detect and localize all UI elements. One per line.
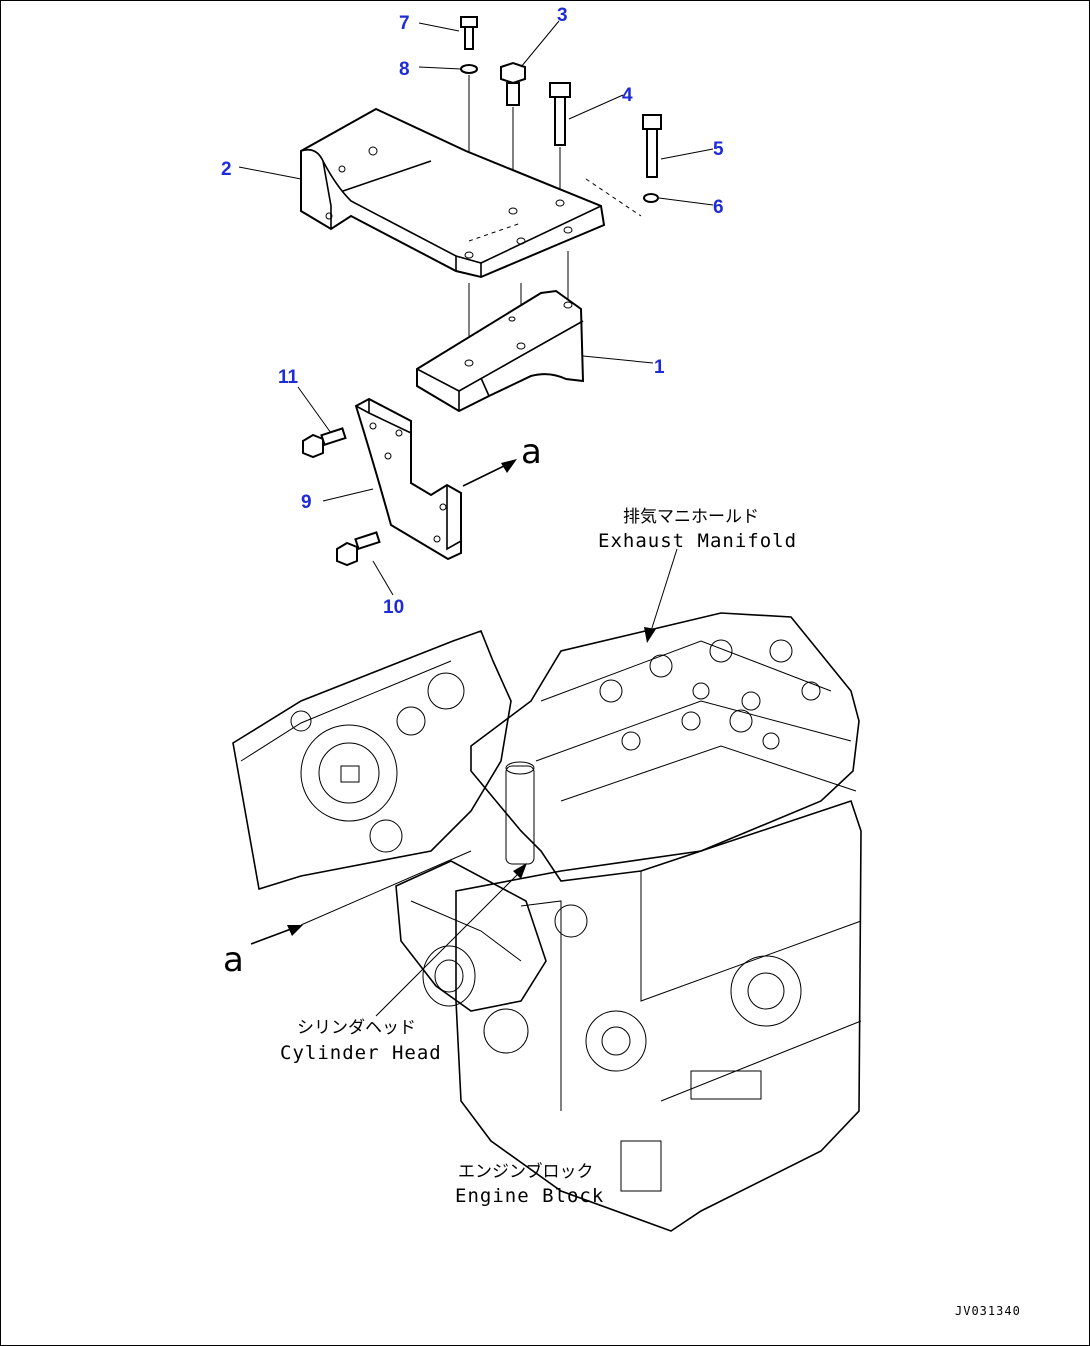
drawing-code: JV031340 <box>955 1304 1021 1318</box>
stay-9 <box>354 397 462 561</box>
bolt-3 <box>500 61 526 106</box>
callout-9: 9 <box>301 492 312 513</box>
exhaust-manifold-label-jp: 排気マニホールド <box>623 507 759 527</box>
callout-8: 8 <box>399 59 410 80</box>
callout-5: 5 <box>713 139 724 160</box>
callout-7: 7 <box>399 13 410 34</box>
bolt-11 <box>302 427 347 459</box>
washer-6 <box>643 193 659 203</box>
exhaust-manifold-label: Exhaust Manifold <box>598 530 797 552</box>
bolt-4 <box>549 82 571 146</box>
bolt-10 <box>336 531 381 567</box>
engine-block-label-jp: エンジンブロック <box>458 1161 594 1182</box>
callout-2: 2 <box>221 159 232 180</box>
engine-block-label: Engine Block <box>455 1185 604 1207</box>
callout-6: 6 <box>713 197 724 218</box>
callout-4: 4 <box>622 85 633 106</box>
bracket-1 <box>416 289 585 413</box>
cylinder-head-label-jp: シリンダヘッド <box>297 1018 416 1038</box>
callout-1: 1 <box>654 357 665 378</box>
callout-3: 3 <box>557 5 568 26</box>
bracket-2 <box>300 107 606 279</box>
washer-8 <box>460 64 478 74</box>
callout-10: 10 <box>383 597 404 618</box>
cylinder-head-label: Cylinder Head <box>280 1042 442 1064</box>
engine-illustration <box>232 612 862 1232</box>
view-marker-a-lower: a <box>223 940 244 980</box>
callout-11: 11 <box>278 367 299 388</box>
view-marker-a-upper: a <box>521 432 542 472</box>
bolt-7 <box>460 16 478 50</box>
bolt-5 <box>642 114 662 178</box>
